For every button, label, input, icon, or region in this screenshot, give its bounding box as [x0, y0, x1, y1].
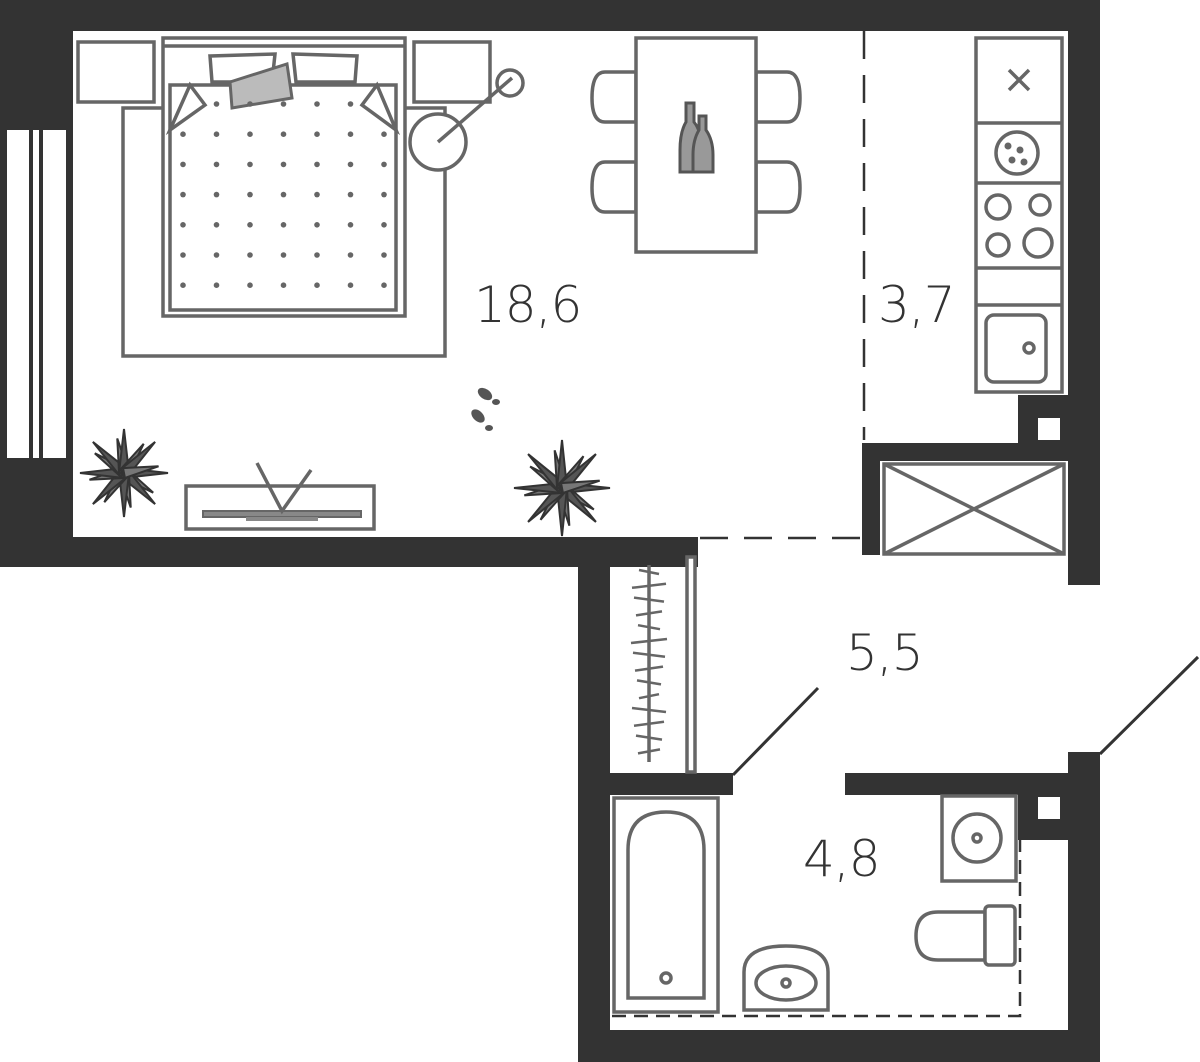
door-swing-entrance — [1098, 655, 1200, 756]
tv-stand — [184, 462, 376, 531]
area-label-hallway: 5,5 — [846, 624, 924, 682]
washing-machine — [940, 794, 1018, 883]
dining-table — [590, 36, 802, 254]
door-swing-bathroom — [731, 686, 820, 777]
plant-icon — [79, 428, 169, 518]
microwave-icon — [994, 130, 1040, 176]
wardrobe-box — [882, 462, 1066, 556]
plant-icon — [513, 439, 611, 537]
area-label-bathroom: 4,8 — [803, 830, 881, 888]
kitchen-unit — [974, 36, 1064, 394]
toilet — [914, 904, 1017, 967]
washbasin — [742, 944, 830, 1012]
pillow-icon — [228, 62, 294, 110]
sink-icon — [984, 313, 1048, 384]
closet — [630, 555, 697, 774]
close-icon — [1007, 68, 1031, 92]
area-label-kitchen: 3,7 — [878, 276, 956, 334]
zone-dividers — [612, 31, 1022, 1018]
bed — [76, 36, 525, 358]
slippers-icon — [471, 387, 500, 431]
area-label-living: 18,6 — [474, 276, 582, 334]
window — [7, 130, 66, 458]
bathtub — [612, 796, 720, 1014]
